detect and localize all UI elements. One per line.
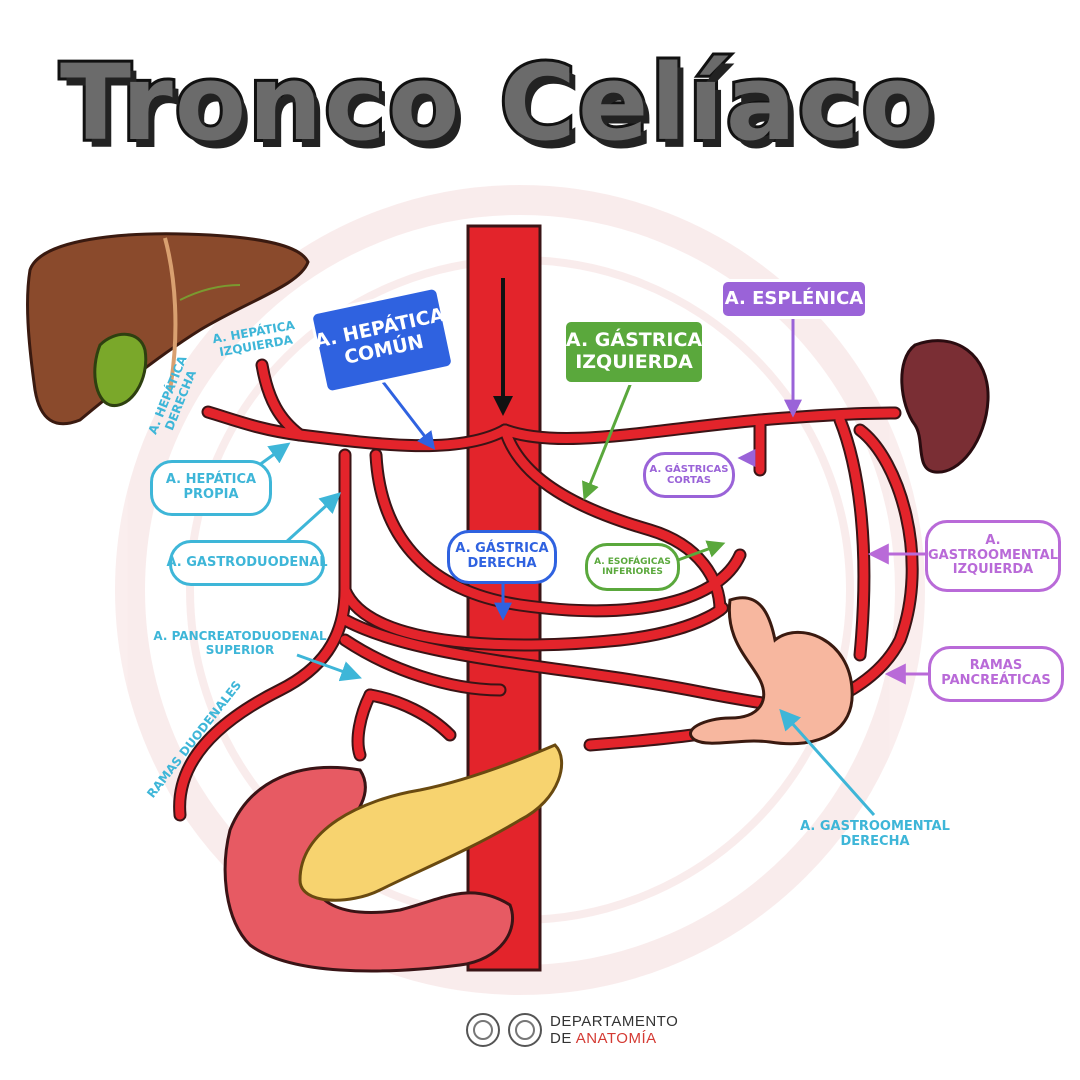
faculty-seal-icon	[508, 1013, 542, 1047]
pancreas-icon	[298, 743, 564, 902]
label-gastrica-derecha: A. GÁSTRICA DERECHA	[447, 530, 557, 584]
stomach-icon	[688, 596, 854, 746]
unam-seal-icon	[466, 1013, 500, 1047]
label-pointers	[254, 312, 928, 816]
duodenum-icon	[223, 766, 515, 973]
label-esplenica: A. ESPLÉNICA	[720, 279, 868, 319]
label-gastroomental-derecha: A. GASTROOMENTAL DERECHA	[800, 819, 950, 849]
label-ramas-pancreaticas: RAMAS PANCREÁTICAS	[928, 646, 1064, 702]
gallbladder-icon	[93, 332, 148, 407]
label-hepatica-propia: A. HEPÁTICA PROPIA	[150, 460, 272, 516]
page-title: Tronco Celíaco	[57, 39, 936, 167]
label-gastroomental-izquierda: A. GASTROOMENTAL IZQUIERDA	[925, 520, 1061, 592]
footer-logo: DEPARTAMENTO DE ANATOMÍA	[466, 1010, 678, 1050]
footer-department: DEPARTAMENTO DE ANATOMÍA	[550, 1013, 679, 1047]
label-esofagicas-inferiores: A. ESOFÁGICAS INFERIORES	[585, 543, 680, 591]
label-gastroduodenal: A. GASTRODUODENAL	[166, 540, 328, 586]
label-gastricas-cortas: A. GÁSTRICAS CORTAS	[643, 452, 735, 498]
label-gastrica-izquierda: A. GÁSTRICA IZQUIERDA	[563, 319, 705, 385]
label-pancreatoduodenal-superior: A. PANCREATODUODENAL SUPERIOR	[153, 629, 327, 657]
spleen-icon	[900, 339, 990, 474]
